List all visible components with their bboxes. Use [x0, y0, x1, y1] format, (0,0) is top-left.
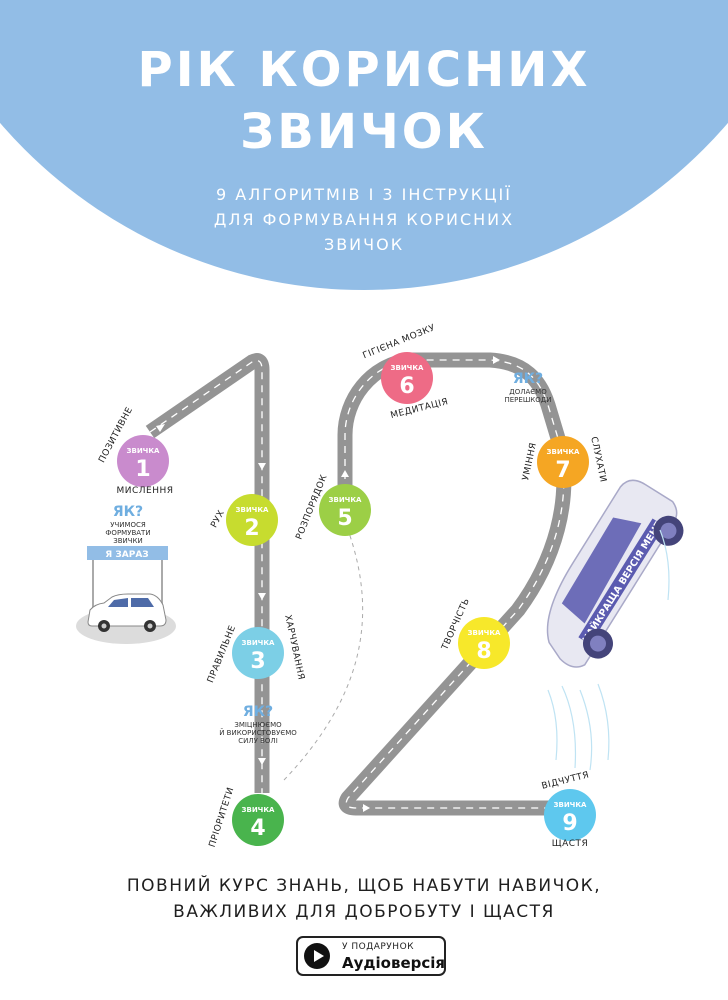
- how-line: ФОРМУВАТИ: [105, 529, 150, 537]
- habit-number: 4: [250, 816, 265, 841]
- how-note-1: ЯК? УЧИМОСЯ ФОРМУВАТИ ЗВИЧКИ: [105, 504, 150, 545]
- arrow-icon: [363, 804, 370, 812]
- title-line-2: ЗВИЧОК: [240, 104, 488, 160]
- habit-label: СЛУХАТИ: [588, 436, 607, 484]
- how-note-3: ЯК? ДОЛАЄМО ПЕРЕШКОДИ: [504, 371, 551, 404]
- habit-word: ЗВИЧКА: [468, 629, 502, 637]
- habit-number: 8: [476, 639, 491, 664]
- arrow-icon: [258, 593, 266, 600]
- habit-circle: [381, 352, 433, 404]
- speed-lines: [547, 529, 670, 771]
- habit-word: ЗВИЧКА: [391, 364, 425, 372]
- how-question: ЯК?: [113, 504, 143, 520]
- habit-number: 3: [250, 649, 265, 674]
- habit-circle: [232, 627, 284, 679]
- habit-2: ЗВИЧКА 2 РУХ: [209, 494, 278, 546]
- habit-label: ЩАСТЯ: [552, 839, 589, 849]
- habit-label: УМІННЯ: [521, 442, 539, 482]
- habit-label: МИСЛЕННЯ: [116, 486, 173, 496]
- arrow-icon: [341, 470, 349, 477]
- habit-number: 1: [135, 457, 150, 482]
- road-two: [337, 352, 572, 816]
- habit-label: ХАРЧУВАННЯ: [282, 614, 306, 681]
- how-line: ЗМІЦНЮЄМО: [234, 721, 282, 729]
- arrow-icon: [493, 356, 500, 364]
- subtitle-line: 9 АЛГОРИТМІВ І 3 ІНСТРУКЦІЇ: [216, 185, 512, 204]
- subtitle: 9 АЛГОРИТМІВ І 3 ІНСТРУКЦІЇ ДЛЯ ФОРМУВАН…: [164, 182, 564, 257]
- habit-word: ЗВИЧКА: [547, 448, 581, 456]
- arrow-icon: [258, 463, 266, 470]
- habit-word: ЗВИЧКА: [242, 806, 276, 814]
- how-question: ЯК?: [513, 371, 543, 387]
- habit-word: ЗВИЧКА: [329, 496, 363, 504]
- title-line-1: РІК КОРИСНИХ: [137, 42, 591, 98]
- connector-line: [283, 529, 364, 781]
- habit-circle: [232, 794, 284, 846]
- habit-number: 6: [399, 374, 414, 399]
- habit-word: ЗВИЧКА: [242, 639, 276, 647]
- footer-line-2: ВАЖЛИВИХ ДЛЯ ДОБРОБУТУ І ЩАСТЯ: [173, 902, 555, 922]
- habit-circle: [458, 617, 510, 669]
- habit-circle: [544, 789, 596, 841]
- habit-7: ЗВИЧКА 7 УМІННЯ СЛУХАТИ: [521, 436, 608, 488]
- how-note-2: ЯК? ЗМІЦНЮЄМО Й ВИКОРИСТОВУЄМО СИЛУ ВОЛІ: [219, 704, 297, 745]
- habit-circle: [319, 484, 371, 536]
- arrow-icon: [156, 424, 165, 432]
- how-line: УЧИМОСЯ: [110, 521, 146, 529]
- audio-badge[interactable]: У ПОДАРУНОК Аудіоверсія: [296, 936, 446, 976]
- audio-badge-title: Аудіоверсія: [342, 954, 446, 972]
- habit-word: ЗВИЧКА: [554, 801, 588, 809]
- subtitle-line: ЗВИЧОК: [323, 235, 405, 254]
- road-one: [145, 353, 270, 793]
- habit-label: РУХ: [209, 509, 227, 530]
- how-line: ЗВИЧКИ: [113, 537, 143, 545]
- audio-badge-caption: У ПОДАРУНОК: [342, 942, 415, 952]
- play-icon: [304, 943, 330, 969]
- how-line: ПЕРЕШКОДИ: [504, 396, 551, 404]
- how-line: ДОЛАЄМО: [509, 388, 547, 396]
- habit-number: 2: [244, 516, 259, 541]
- habit-number: 9: [562, 811, 577, 836]
- arrow-icon: [258, 758, 266, 765]
- habit-number: 5: [337, 506, 352, 531]
- header-circle: [0, 0, 728, 290]
- how-line: СИЛУ ВОЛІ: [238, 737, 278, 745]
- habit-circle: [117, 435, 169, 487]
- subtitle-line: ДЛЯ ФОРМУВАННЯ КОРИСНИХ: [213, 210, 515, 229]
- how-line: Й ВИКОРИСТОВУЄМО: [219, 728, 297, 737]
- habit-label: ВІДЧУТТЯ: [541, 770, 591, 792]
- habit-word: ЗВИЧКА: [127, 447, 161, 455]
- habit-word: ЗВИЧКА: [236, 506, 270, 514]
- race-car: НАЙКРАЩА ВЕРСІЯ МЕНЕ: [546, 479, 684, 668]
- start-sign-text: Я ЗАРАЗ: [105, 550, 148, 560]
- how-question: ЯК?: [243, 704, 273, 720]
- footer-line-1: ПОВНИЙ КУРС ЗНАНЬ, ЩОБ НАБУТИ НАВИЧОК,: [126, 876, 602, 896]
- habit-circle: [537, 436, 589, 488]
- habit-number: 7: [555, 458, 570, 483]
- start-scene: Я ЗАРАЗ: [76, 546, 176, 644]
- habit-circle: [226, 494, 278, 546]
- habit-9: ЗВИЧКА 9 ВІДЧУТТЯ ЩАСТЯ: [541, 770, 596, 849]
